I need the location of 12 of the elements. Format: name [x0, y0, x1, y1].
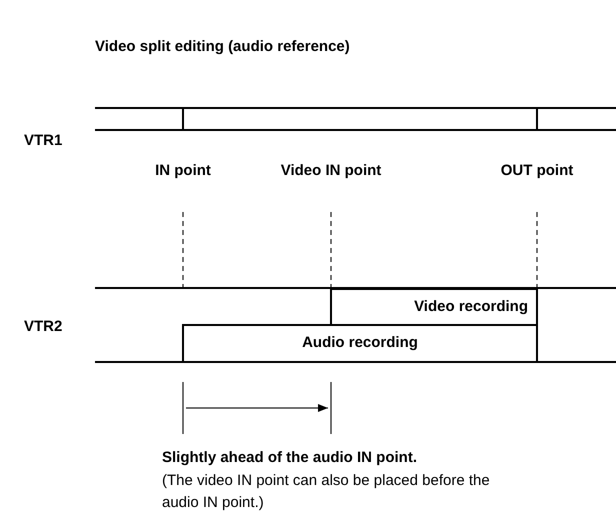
segment-label: Video recording [414, 296, 528, 317]
text-label: Slightly ahead of the audio IN point. [162, 448, 418, 468]
segment-label: Audio recording [302, 333, 418, 354]
text-label: (The video IN point can also be placed before the audio IN point.) [162, 471, 491, 513]
recording-segment-box [182, 324, 538, 363]
diagram-title: Video split editing (audio reference) [95, 37, 350, 57]
text-label: VTR1 [24, 131, 64, 151]
text-label: Video IN point [280, 161, 382, 181]
text-label: VTR2 [24, 317, 64, 337]
recording-segment-box [330, 288, 538, 326]
text-label: IN point [154, 161, 212, 181]
text-label: OUT point [500, 161, 574, 181]
